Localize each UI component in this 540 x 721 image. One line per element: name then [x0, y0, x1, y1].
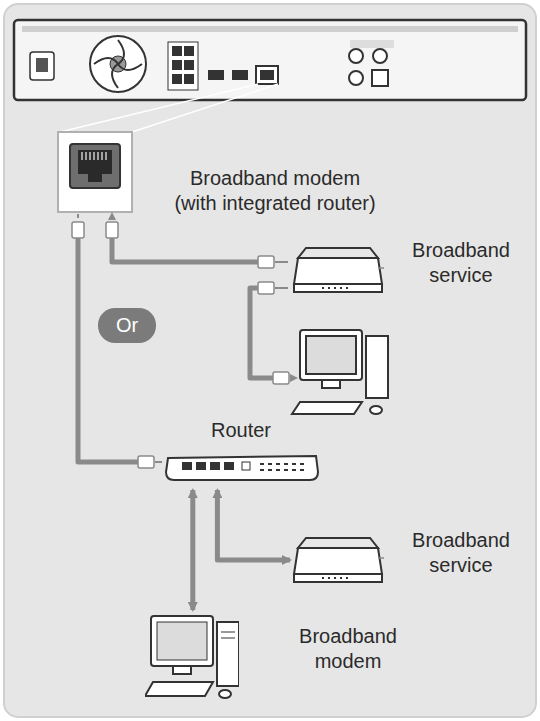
modem-device: Broadband service: [292, 238, 524, 302]
modem-device-art: [292, 534, 384, 592]
router-device: Router: [160, 418, 324, 488]
option-label: Broadband modem (with integrated router): [170, 166, 380, 216]
device-label: Broadband service: [404, 528, 518, 578]
modem-device-art: [292, 244, 384, 302]
player-rear-panel: [14, 20, 526, 100]
or-pill: Or: [98, 308, 156, 343]
zoom-line: [60, 84, 278, 132]
device-label: Broadband modem: [291, 624, 405, 674]
lan-port-inset: [58, 132, 132, 212]
computer: Broadband modem: [145, 612, 407, 704]
device-label: Broadband service: [404, 238, 518, 288]
computer-art: [145, 612, 239, 706]
lan-plug: [72, 222, 118, 238]
device-label: Router: [160, 418, 322, 443]
lan-cable: [190, 490, 195, 610]
lan-cable: [217, 490, 290, 560]
background-panel: [4, 4, 536, 717]
computer: [292, 330, 388, 414]
option-text: Or: [98, 308, 156, 343]
router-device-art: [164, 450, 320, 490]
modem-device: Broadband service: [292, 528, 524, 592]
